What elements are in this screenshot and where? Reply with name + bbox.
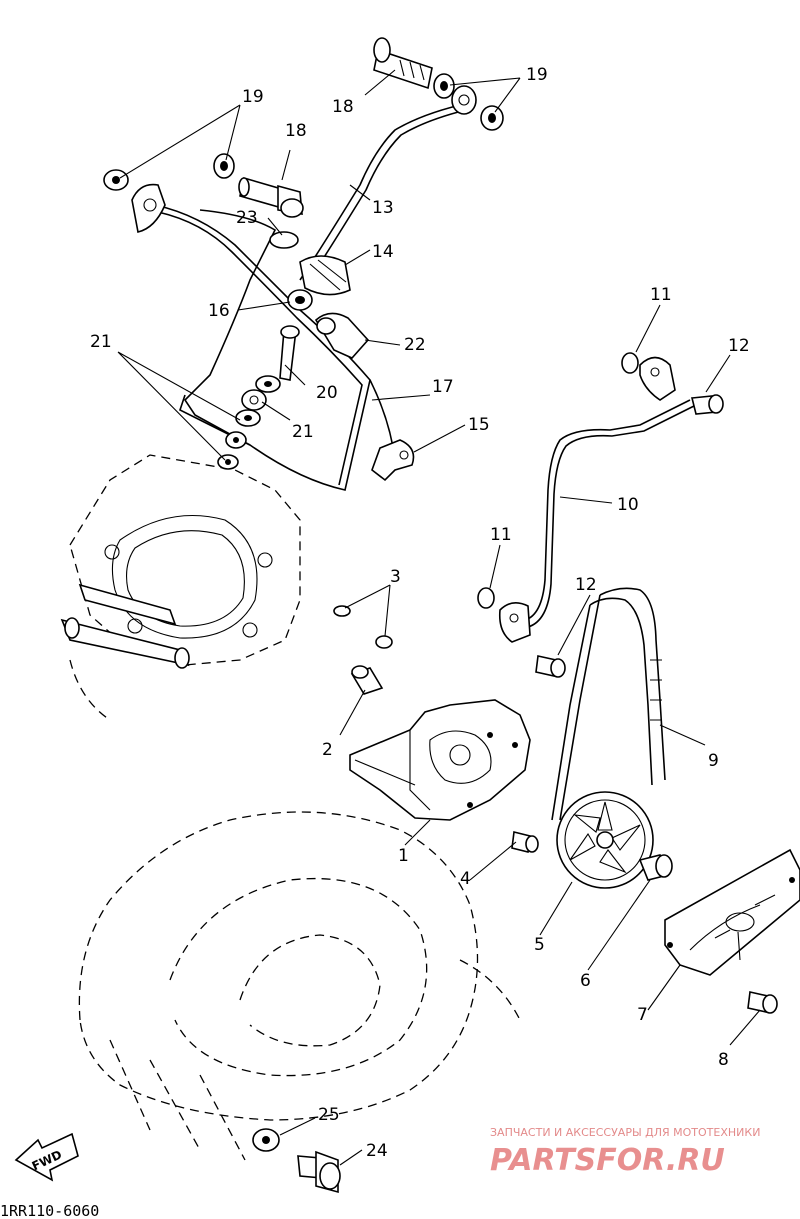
- sprocket-5: [556, 791, 654, 889]
- callout-9: 9: [708, 751, 719, 771]
- washer-21-d: [217, 454, 239, 470]
- callout-12-top: 12: [728, 336, 750, 356]
- washer-19-left-b: [213, 153, 235, 179]
- callout-22: 22: [404, 335, 426, 355]
- watermark: ЗАПЧАСТИ И АКСЕССУАРЫ ДЛЯ МОТОТЕХНИКИ PA…: [490, 1126, 760, 1178]
- watermark-tagline: ЗАПЧАСТИ И АКСЕССУАРЫ ДЛЯ МОТОТЕХНИКИ: [490, 1126, 760, 1139]
- o-ring-11-bottom: [477, 587, 495, 609]
- callout-16: 16: [208, 301, 230, 321]
- callout-23: 23: [236, 208, 258, 228]
- union-22: [314, 312, 370, 359]
- banjo-fitting-top: [451, 85, 477, 115]
- callout-4: 4: [460, 869, 471, 889]
- callout-10: 10: [617, 495, 639, 515]
- bolt-12-bottom: [535, 655, 566, 678]
- watermark-brand: PARTSFOR.RU: [490, 1143, 725, 1178]
- bolt-12-top: [690, 394, 724, 415]
- callout-21-mid: 21: [292, 422, 314, 442]
- callout-13: 13: [372, 198, 394, 218]
- callout-1: 1: [398, 846, 409, 866]
- callout-5: 5: [534, 935, 545, 955]
- oil-pump-1: [349, 699, 531, 821]
- callout-24: 24: [366, 1141, 388, 1161]
- callout-6: 6: [580, 971, 591, 991]
- bolt-6: [638, 854, 673, 881]
- o-ring-3-b: [375, 635, 393, 649]
- cover-7: [664, 848, 800, 976]
- cylinder-outline: [60, 454, 301, 721]
- callout-17: 17: [432, 377, 454, 397]
- callout-21-left: 21: [90, 332, 112, 352]
- callout-15: 15: [468, 415, 490, 435]
- fwd-arrow-icon: FWD: [14, 1132, 79, 1182]
- washer-23: [269, 231, 299, 249]
- washer-19-top-b: [480, 105, 504, 131]
- washer-19-top-a: [433, 73, 455, 99]
- banjo-bolt-18-top: [373, 37, 433, 90]
- o-ring-3-a: [333, 605, 351, 617]
- washer-16: [287, 289, 313, 311]
- bolt-8: [747, 991, 778, 1014]
- o-ring-11-top: [621, 352, 639, 374]
- crankcase-outline: [78, 811, 521, 1161]
- washer-19-left-a: [103, 169, 129, 191]
- callout-25: 25: [318, 1105, 340, 1125]
- callout-12-bottom: 12: [575, 575, 597, 595]
- callout-11-bottom: 11: [490, 525, 512, 545]
- callout-14: 14: [372, 242, 394, 262]
- callout-18-left: 18: [285, 121, 307, 141]
- callout-8: 8: [718, 1050, 729, 1070]
- washer-21-b: [235, 409, 261, 427]
- banjo-fitting-left: [131, 183, 166, 233]
- dowel-2: [350, 665, 384, 695]
- clamp-15: [371, 439, 415, 482]
- washer-21-c: [225, 431, 247, 449]
- oil-pipe-13: [299, 104, 467, 286]
- oil-pipe-10: [498, 356, 695, 643]
- drain-bolt-24: [297, 1150, 341, 1194]
- callout-11-top: 11: [650, 285, 672, 305]
- callout-3: 3: [390, 567, 401, 587]
- chain-9: [551, 587, 666, 821]
- callout-19-left: 19: [242, 87, 264, 107]
- callout-7: 7: [637, 1005, 648, 1025]
- callout-labels: 1 2 3 4 5 6 7 8 9 10 11 11 12 12 13 14 1…: [90, 65, 750, 1161]
- washer-25: [252, 1128, 280, 1152]
- banjo-fitting-mid: [241, 389, 267, 411]
- clamp-14: [299, 255, 351, 296]
- callout-20: 20: [316, 383, 338, 403]
- leader-lines: [117, 69, 761, 1166]
- callout-2: 2: [322, 740, 333, 760]
- bolt-4: [511, 831, 539, 853]
- callout-19-top: 19: [526, 65, 548, 85]
- washer-21-a: [255, 375, 281, 393]
- diagram-code: 1RR110-6060: [0, 1202, 99, 1219]
- banjo-bolt-20: [279, 325, 300, 381]
- banjo-bolt-18-left: [238, 176, 304, 218]
- callout-18-top: 18: [332, 97, 354, 117]
